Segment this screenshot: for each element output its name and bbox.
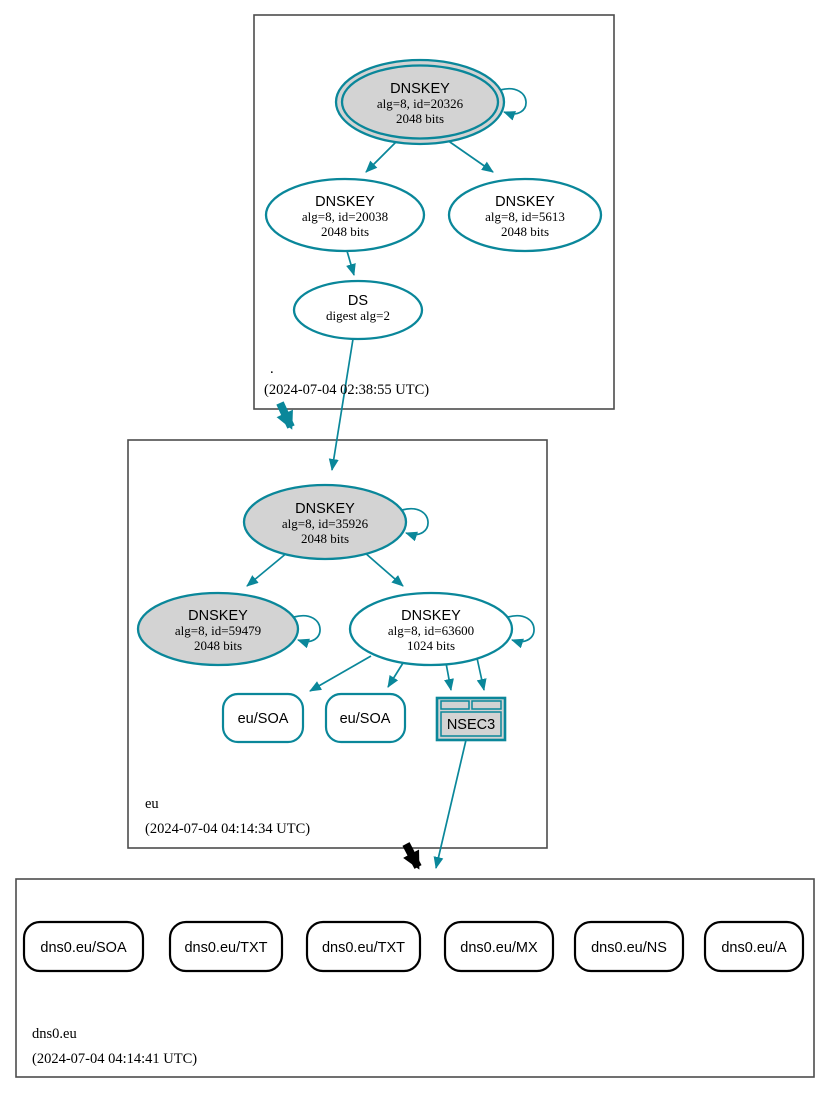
node-root-ds: DS digest alg=2 <box>292 279 424 341</box>
node-bits: 2048 bits <box>321 224 369 239</box>
edge-ds-to-eu-ksk <box>328 338 354 471</box>
node-eu-nsec3: NSEC3 <box>435 696 507 742</box>
rrset-label: eu/SOA <box>340 711 391 727</box>
rrset-label: dns0.eu/MX <box>460 940 538 956</box>
node-bits: 2048 bits <box>396 111 444 126</box>
node-attrs: alg=8, id=20038 <box>302 209 388 224</box>
node-dns0eu-ns: dns0.eu/NS <box>573 920 685 973</box>
node-title: DNSKEY <box>188 608 248 624</box>
node-root-zsk-20038: DNSKEY alg=8, id=20038 2048 bits <box>264 177 426 253</box>
edge-eu-ksk2-selfsign <box>293 614 321 649</box>
edge-eu-ksk-zsk <box>363 551 404 587</box>
node-dns0eu-a: dns0.eu/A <box>703 920 805 973</box>
edge-eu-ksk-ksk2 <box>246 551 289 587</box>
node-attrs: alg=8, id=35926 <box>282 516 369 531</box>
zone-label-dns0eu: dns0.eu <box>32 1026 77 1042</box>
node-attrs: alg=8, id=5613 <box>485 209 565 224</box>
rrset-label: dns0.eu/TXT <box>322 940 405 956</box>
node-bits: 2048 bits <box>501 224 549 239</box>
node-bits: 1024 bits <box>407 638 455 653</box>
edge-eu-zsk-selfsign <box>507 614 535 649</box>
node-eu-ksk-35926: DNSKEY alg=8, id=35926 2048 bits <box>242 483 408 561</box>
node-bits: 2048 bits <box>301 531 349 546</box>
node-attrs: alg=8, id=20326 <box>377 96 464 111</box>
node-bits: 2048 bits <box>194 638 242 653</box>
edge-root-zsk-ds <box>346 250 356 276</box>
edge-eu-zsk-soa1 <box>309 655 372 692</box>
rrset-label: dns0.eu/NS <box>591 940 667 956</box>
edge-nsec3-to-dns0eu <box>433 739 467 869</box>
node-root-ksk-20326: DNSKEY alg=8, id=20326 2048 bits <box>334 58 506 146</box>
node-dns0eu-soa: dns0.eu/SOA <box>22 920 145 973</box>
zone-timestamp-dns0eu: (2024-07-04 04:14:41 UTC) <box>32 1051 197 1067</box>
node-title: DS <box>348 293 368 309</box>
node-attrs: alg=8, id=63600 <box>388 623 474 638</box>
rrset-label: dns0.eu/A <box>721 940 787 956</box>
node-eu-soa-1: eu/SOA <box>221 692 305 744</box>
node-eu-soa-2: eu/SOA <box>324 692 407 744</box>
node-attrs: digest alg=2 <box>326 308 390 323</box>
node-title: DNSKEY <box>495 194 555 210</box>
zone-box-root <box>253 14 615 410</box>
rrset-label: eu/SOA <box>238 711 289 727</box>
zone-box-dns0eu <box>15 878 815 1078</box>
zone-label-eu: eu <box>145 796 159 812</box>
zone-label-root: . <box>270 361 274 377</box>
node-attrs: alg=8, id=59479 <box>175 623 261 638</box>
node-title: DNSKEY <box>401 608 461 624</box>
edge-delegation-eu-dns0eu <box>402 842 422 870</box>
zone-timestamp-eu: (2024-07-04 04:14:34 UTC) <box>145 821 310 837</box>
edge-root-ksk-zsk1 <box>365 140 398 173</box>
node-eu-zsk-63600: DNSKEY alg=8, id=63600 1024 bits <box>348 591 514 667</box>
node-root-zsk-5613: DNSKEY alg=8, id=5613 2048 bits <box>447 177 603 253</box>
edge-eu-ksk-selfsign <box>401 507 429 542</box>
edge-delegation-root-eu <box>276 401 295 430</box>
node-title: DNSKEY <box>390 81 450 97</box>
edge-root-ksk-selfsign <box>499 87 527 121</box>
edge-eu-zsk-nsec3-b <box>476 657 487 691</box>
rrset-label: dns0.eu/TXT <box>184 940 267 956</box>
node-title: DNSKEY <box>295 501 355 517</box>
rrset-label: dns0.eu/SOA <box>40 940 127 956</box>
edge-root-ksk-zsk2 <box>446 139 494 173</box>
nsec3-label: NSEC3 <box>447 717 495 733</box>
node-dns0eu-mx: dns0.eu/MX <box>443 920 555 973</box>
node-eu-ksk-59479: DNSKEY alg=8, id=59479 2048 bits <box>136 591 300 667</box>
edge-eu-zsk-soa2 <box>387 662 404 688</box>
zone-timestamp-root: (2024-07-04 02:38:55 UTC) <box>264 382 429 398</box>
node-dns0eu-txt-2: dns0.eu/TXT <box>305 920 422 973</box>
edge-eu-zsk-nsec3-a <box>444 662 454 691</box>
node-dns0eu-txt-1: dns0.eu/TXT <box>168 920 284 973</box>
node-title: DNSKEY <box>315 194 375 210</box>
